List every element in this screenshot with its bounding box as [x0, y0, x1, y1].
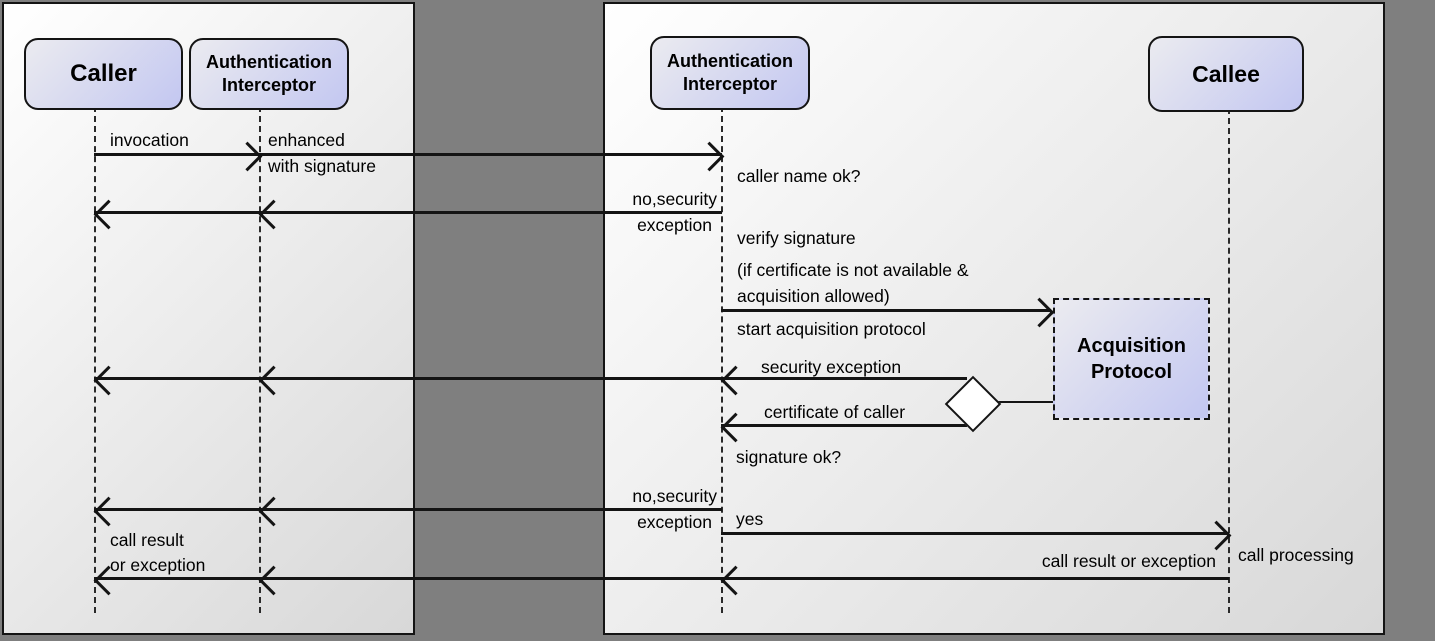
message-line-call-result: [94, 577, 1229, 580]
message-label-call-result-right: call result or exception: [1041, 551, 1216, 571]
actor-box-auth-interceptor-right: Authentication Interceptor: [650, 36, 810, 110]
message-label-yes: yes: [736, 509, 764, 529]
lifeline-callee: [1228, 108, 1230, 613]
message-label-exception-2: exception: [637, 512, 712, 532]
acquisition-label-line2: Protocol: [1090, 361, 1173, 383]
message-line-yes: [721, 532, 1229, 535]
lifeline-auth-interceptor-left: [259, 106, 261, 613]
actor-label-auth-right-line2: Interceptor: [682, 74, 778, 94]
message-label-no-security-1: no,security: [632, 189, 717, 209]
message-line-certificate-of-caller: [721, 424, 967, 427]
message-label-call-result-left-line2: or exception: [110, 555, 206, 575]
message-label-call-result-left-line1: call result: [110, 530, 184, 550]
actor-label-caller: Caller: [70, 60, 137, 87]
acquisition-protocol-box: Acquisition Protocol: [1053, 298, 1210, 420]
message-label-start-acquisition: start acquisition protocol: [737, 319, 926, 339]
message-label-enhanced: enhanced: [268, 130, 345, 150]
message-label-exception-1: exception: [637, 215, 712, 235]
message-label-invocation: invocation: [110, 130, 189, 150]
message-line-security-exception-return-2: [94, 508, 722, 511]
message-label-no-security-2: no,security: [632, 486, 717, 506]
note-signature-ok: signature ok?: [736, 447, 842, 467]
actor-label-auth-left-line2: Interceptor: [221, 75, 317, 95]
message-line-security-exception-acquisition: [94, 377, 967, 380]
note-cert-condition-line1: (if certificate is not available &: [737, 260, 969, 280]
message-line-start-acquisition: [721, 309, 1051, 312]
actor-box-auth-interceptor-left: Authentication Interceptor: [189, 38, 349, 110]
message-label-with-signature: with signature: [268, 156, 376, 176]
message-line-security-exception-return-1: [94, 211, 722, 214]
lifeline-caller: [94, 106, 96, 613]
actor-box-caller: Caller: [24, 38, 183, 110]
lifeline-auth-interceptor-right: [721, 106, 723, 613]
actor-label-auth-right-line1: Authentication: [667, 51, 793, 71]
note-verify-signature: verify signature: [737, 228, 856, 248]
actor-box-callee: Callee: [1148, 36, 1304, 112]
note-caller-name-ok: caller name ok?: [737, 166, 861, 186]
actor-label-callee: Callee: [1192, 60, 1260, 87]
acquisition-label-line1: Acquisition: [1077, 335, 1186, 357]
note-cert-condition-line2: acquisition allowed): [737, 286, 890, 306]
message-label-security-exception: security exception: [761, 357, 902, 377]
actor-label-auth-left-line1: Authentication: [206, 52, 332, 72]
connector-line-acquisition: [985, 401, 1054, 403]
note-call-processing: call processing: [1238, 545, 1354, 565]
message-line-invocation: [94, 153, 722, 156]
message-label-certificate-of-caller: certificate of caller: [764, 402, 906, 422]
